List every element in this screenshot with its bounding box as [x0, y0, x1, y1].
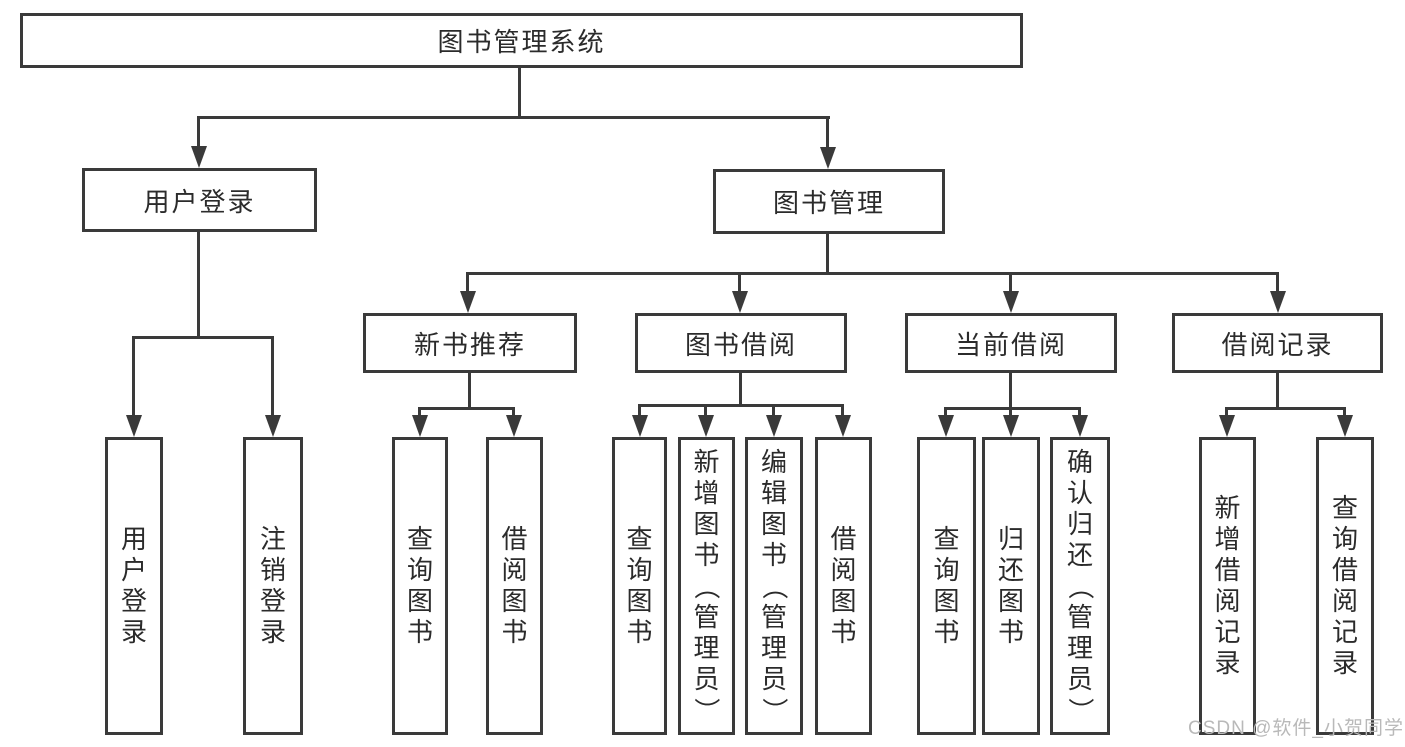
connector-leaf-stem	[1225, 407, 1228, 416]
arrowhead-leaf-confirm-return	[1072, 415, 1088, 437]
node-leaf-query-book-current: 查询图书	[917, 437, 976, 735]
connector-borrow-record-bar	[1225, 407, 1346, 410]
connector-leaf-stem	[512, 407, 515, 416]
node-leaf-borrow-book-borrow-label: 借阅图书	[830, 524, 857, 647]
connector-leaf-stem	[704, 404, 707, 416]
node-leaf-borrow-book-rec-label: 借阅图书	[501, 524, 528, 647]
arrowhead-leaf-query-borrow-record	[1337, 415, 1353, 437]
arrowhead-current-borrow	[1003, 291, 1019, 313]
arrowhead-leaf-edit-book	[766, 415, 782, 437]
connector-new-book-rec-stem	[466, 274, 469, 293]
node-new-book-rec: 新书推荐	[363, 313, 577, 373]
node-book-mgmt: 图书管理	[713, 169, 945, 234]
connector-leaf-stem	[1078, 407, 1081, 416]
connector-user-login-stem	[197, 118, 200, 147]
node-book-mgmt-label: 图书管理	[772, 188, 885, 218]
connector-level2-bar	[197, 116, 830, 119]
node-leaf-add-borrow-record: 新增借阅记录	[1199, 437, 1256, 735]
connector-book-mgmt-drop	[826, 234, 829, 275]
arrowhead-borrow-record	[1270, 291, 1286, 313]
connector-user-login-drop	[197, 232, 200, 339]
connector-leaf-stem	[944, 407, 947, 416]
node-leaf-add-book-admin: 新增图书（管理员）	[678, 437, 735, 735]
node-leaf-query-borrow-record-label: 查询借阅记录	[1331, 493, 1358, 678]
node-user-login: 用户登录	[82, 168, 317, 232]
node-current-borrow-label: 当前借阅	[954, 329, 1067, 360]
connector-borrow-record-stem	[1276, 274, 1279, 293]
node-leaf-add-book-admin-label: 新增图书（管理员）	[691, 446, 722, 724]
node-root-label: 图书管理系统	[437, 27, 606, 57]
connector-user-login-bar	[132, 336, 274, 339]
arrowhead-leaf-query-book-rec	[412, 415, 428, 437]
node-book-borrow-label: 图书借阅	[684, 329, 797, 360]
node-leaf-confirm-return-admin: 确认归还（管理员）	[1050, 437, 1110, 735]
arrowhead-leaf-add-borrow-record	[1219, 415, 1235, 437]
node-leaf-query-book-rec: 查询图书	[392, 437, 448, 735]
node-new-book-rec-label: 新书推荐	[413, 329, 526, 360]
node-book-borrow: 图书借阅	[635, 313, 847, 373]
node-leaf-borrow-book-rec: 借阅图书	[486, 437, 543, 735]
connector-book-borrow-stem	[738, 274, 741, 293]
connector-book-borrow-bar	[638, 404, 844, 407]
node-leaf-query-book-borrow-label: 查询图书	[626, 524, 653, 647]
connector-leaf-stem	[418, 407, 421, 416]
connector-leaf-logout-stem	[271, 336, 274, 416]
connector-current-borrow-bar	[944, 407, 1081, 410]
arrowhead-leaf-query-book-borrow	[632, 415, 648, 437]
connector-current-borrow-drop	[1009, 373, 1012, 410]
connector-leaf-stem	[1343, 407, 1346, 416]
node-leaf-return-book: 归还图书	[982, 437, 1040, 735]
connector-leaf-user-login-stem	[132, 336, 135, 416]
arrowhead-leaf-user-login	[126, 415, 142, 437]
connector-new-book-rec-bar	[418, 407, 515, 410]
connector-borrow-record-drop	[1276, 373, 1279, 410]
connector-root-drop	[518, 68, 521, 119]
arrowhead-new-book-rec	[460, 291, 476, 313]
node-leaf-return-book-label: 归还图书	[997, 524, 1024, 647]
node-leaf-logout-label: 注销登录	[259, 524, 286, 647]
node-borrow-record-label: 借阅记录	[1221, 329, 1334, 360]
arrowhead-leaf-query-book-current	[938, 415, 954, 437]
arrowhead-book-mgmt	[820, 147, 836, 169]
node-leaf-query-book-borrow: 查询图书	[612, 437, 667, 735]
node-leaf-add-borrow-record-label: 新增借阅记录	[1214, 493, 1241, 678]
node-user-login-label: 用户登录	[143, 186, 256, 217]
arrowhead-leaf-logout	[265, 415, 281, 437]
arrowhead-leaf-borrow-book-borrow	[835, 415, 851, 437]
connector-leaf-stem	[772, 404, 775, 416]
node-leaf-user-login-label: 用户登录	[120, 524, 147, 647]
node-leaf-borrow-book-borrow: 借阅图书	[815, 437, 872, 735]
arrowhead-leaf-borrow-book-rec	[506, 415, 522, 437]
connector-book-mgmt-stem	[826, 118, 829, 148]
node-leaf-logout: 注销登录	[243, 437, 303, 735]
connector-book-borrow-drop	[739, 373, 742, 406]
arrowhead-leaf-return-book	[1003, 415, 1019, 437]
node-leaf-query-book-current-label: 查询图书	[933, 524, 960, 647]
csdn-watermark: CSDN @软件_小贺同学	[1188, 718, 1404, 739]
node-leaf-confirm-return-admin-label: 确认归还（管理员）	[1065, 446, 1096, 724]
node-borrow-record: 借阅记录	[1172, 313, 1383, 373]
connector-leaf-stem	[841, 404, 844, 416]
connector-new-book-rec-drop	[468, 373, 471, 410]
node-leaf-query-book-rec-label: 查询图书	[406, 524, 433, 647]
arrowhead-user-login	[191, 146, 207, 168]
arrowhead-book-borrow	[732, 291, 748, 313]
arrowhead-leaf-add-book	[698, 415, 714, 437]
node-root: 图书管理系统	[20, 13, 1023, 68]
node-current-borrow: 当前借阅	[905, 313, 1117, 373]
node-leaf-user-login: 用户登录	[105, 437, 163, 735]
node-leaf-query-borrow-record: 查询借阅记录	[1316, 437, 1374, 735]
connector-current-borrow-stem	[1009, 274, 1012, 293]
connector-level3-bar	[466, 272, 1279, 275]
connector-leaf-stem	[638, 404, 641, 416]
node-leaf-edit-book-admin: 编辑图书（管理员）	[745, 437, 803, 735]
connector-leaf-stem	[1009, 407, 1012, 416]
node-leaf-edit-book-admin-label: 编辑图书（管理员）	[759, 446, 790, 724]
